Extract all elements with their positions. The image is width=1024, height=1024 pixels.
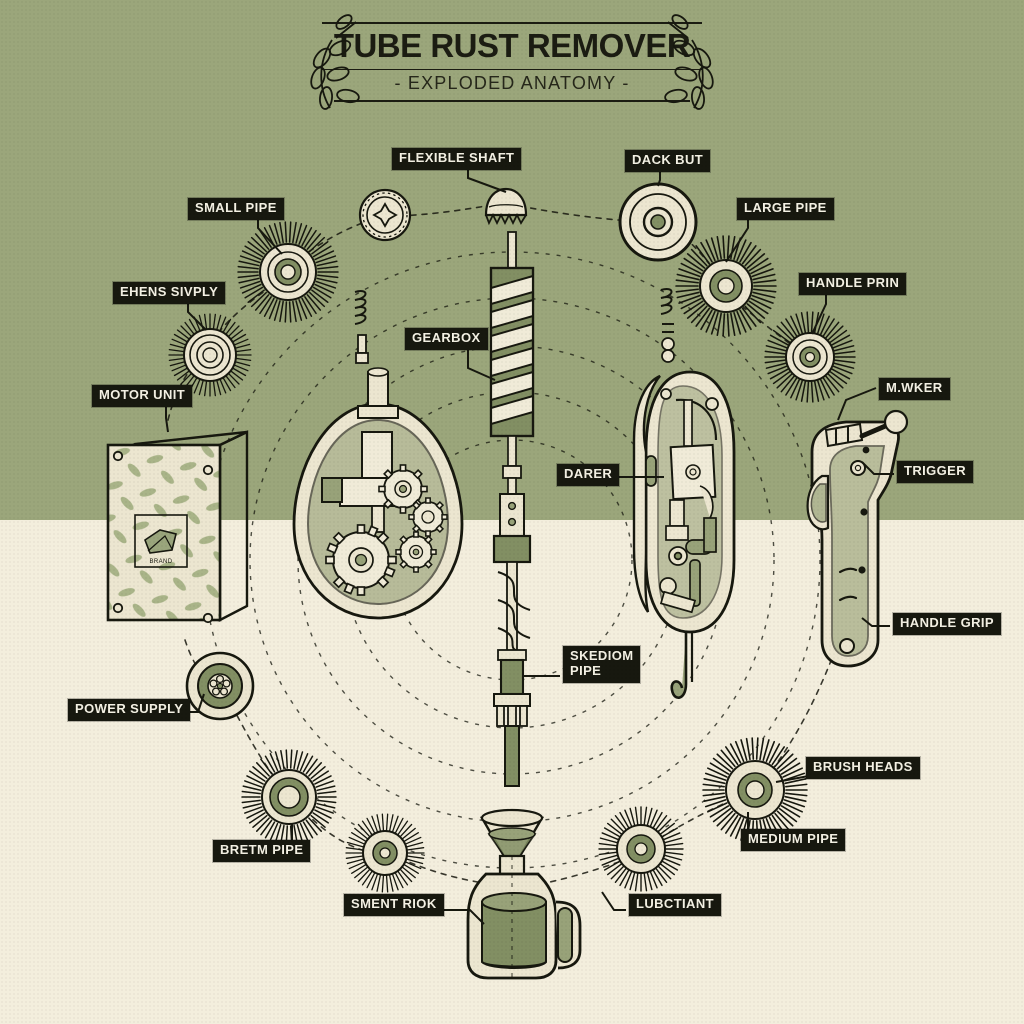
laurel-branch-right [664, 14, 714, 110]
label-motor-unit[interactable]: MOTOR UNIT [92, 385, 193, 407]
label-mwker[interactable]: M.WKER [879, 378, 950, 400]
brush-head-ehens [183, 328, 237, 382]
gearbox-housing [292, 367, 464, 620]
label-skediom-pipe[interactable]: SKEDIOM PIPE [563, 646, 641, 683]
brush-head-medium [725, 760, 785, 820]
label-gearbox[interactable]: GEARBOX [405, 328, 488, 350]
brush-head-small [259, 243, 317, 301]
title-rule-top [322, 22, 702, 24]
gear-c [395, 531, 437, 573]
svg-text:BRAND: BRAND [149, 559, 172, 565]
brush-head-lubctiant [616, 824, 666, 874]
label-dack-but[interactable]: DACK BUT [625, 150, 711, 172]
power-supply-disc [185, 651, 255, 721]
laurel-branch-left [310, 14, 360, 110]
label-lubctiant[interactable]: LUBCTIANT [629, 894, 721, 916]
pin-left [355, 334, 369, 364]
brush-head-sment [362, 830, 408, 876]
flexible-shaft-cap [484, 187, 528, 226]
title-block: TUBE RUST REMOVER - EXPLODED ANATOMY - [312, 22, 712, 102]
screw-disc [358, 188, 412, 242]
pistol-grip-handle [806, 409, 909, 668]
darer-housing [632, 370, 736, 699]
label-sment-riok[interactable]: SMENT RIOK [344, 894, 444, 916]
motor-unit-box: BRAND [106, 430, 249, 624]
label-bretm-pipe[interactable]: BRETM PIPE [213, 840, 311, 862]
spring-right [660, 288, 675, 363]
gear-d [325, 524, 397, 596]
title-rule-mid [322, 69, 702, 70]
label-large-pipe[interactable]: LARGE PIPE [737, 198, 834, 220]
brush-head-handle [785, 332, 835, 382]
label-handle-grip[interactable]: HANDLE GRIP [893, 613, 1001, 635]
label-handle-prin[interactable]: HANDLE PRIN [799, 273, 907, 295]
label-small-pipe[interactable]: SMALL PIPE [188, 198, 284, 220]
page-title: TUBE RUST REMOVER [333, 27, 691, 64]
label-medium-pipe[interactable]: MEDIUM PIPE [741, 829, 846, 851]
title-rule-bottom [334, 100, 690, 102]
label-darer[interactable]: DARER [557, 464, 620, 486]
label-trigger[interactable]: TRIGGER [897, 461, 974, 483]
label-power-supply[interactable]: POWER SUPPLY [68, 699, 191, 721]
lubricant-jug [466, 808, 582, 980]
label-flexible-shaft[interactable]: FLEXIBLE SHAFT [392, 148, 522, 170]
label-ehens-sivply[interactable]: EHENS SIVPLY [113, 282, 226, 304]
brush-head-bretm [261, 769, 317, 825]
gear-b [408, 497, 448, 537]
spring-left [354, 290, 367, 325]
label-brush-heads[interactable]: BRUSH HEADS [806, 757, 920, 779]
dack-but-disc [618, 182, 698, 262]
brush-head-large [699, 259, 753, 313]
page-subtitle: - EXPLODED ANATOMY - [394, 73, 630, 93]
